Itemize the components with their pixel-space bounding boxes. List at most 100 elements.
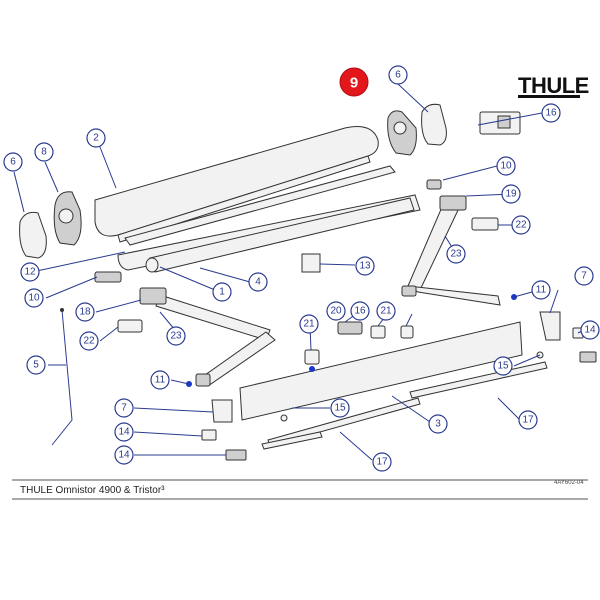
callout-label: 16 [545, 108, 557, 119]
callout-6-top[interactable]: 6 [388, 65, 408, 85]
callout-7-right[interactable]: 7 [574, 266, 594, 286]
callout-21-left[interactable]: 21 [299, 314, 319, 334]
callout-label: 22 [83, 336, 95, 347]
callout-23-left[interactable]: 23 [166, 326, 186, 346]
callout-label: 1 [219, 287, 225, 298]
callout-21-right[interactable]: 21 [376, 301, 396, 321]
callout-8[interactable]: 8 [34, 142, 54, 162]
callout-label: 7 [581, 271, 587, 282]
callout-label: 8 [41, 147, 47, 158]
callout-label: 20 [330, 306, 342, 317]
part-clip-16-center [370, 325, 386, 339]
callout-15-left[interactable]: 15 [330, 398, 350, 418]
callout-17-left[interactable]: 17 [372, 452, 392, 472]
callout-18[interactable]: 18 [75, 302, 95, 322]
thule-logo: THULE [518, 73, 589, 98]
callout-22-left[interactable]: 22 [79, 331, 99, 351]
logo-text: THULE [518, 73, 589, 98]
callout-label: 14 [118, 427, 130, 438]
callout-label: 6 [395, 70, 401, 81]
part-end-piece-14-left [201, 429, 247, 461]
callout-label: 22 [515, 220, 527, 231]
callout-14-left-lower[interactable]: 14 [114, 445, 134, 465]
callout-label: 12 [24, 267, 36, 278]
callout-6-left[interactable]: 6 [3, 152, 23, 172]
part-lead-bar-upper [267, 361, 548, 447]
part-arm-left [139, 287, 276, 387]
callout-19[interactable]: 19 [501, 184, 521, 204]
callout-label: 6 [10, 157, 16, 168]
callout-7-left[interactable]: 7 [114, 398, 134, 418]
part-end-cap-left [53, 191, 82, 246]
part-clip-left [117, 319, 143, 333]
callout-1[interactable]: 1 [212, 282, 232, 302]
callout-label: 21 [380, 306, 392, 317]
callout-11-left[interactable]: 11 [150, 370, 170, 390]
part-arm-right [401, 195, 501, 306]
part-end-piece-7-right [539, 311, 561, 341]
part-connector-left [94, 271, 122, 283]
callout-label: 18 [79, 307, 91, 318]
callout-label: 4 [255, 277, 261, 288]
callout-label: 7 [121, 403, 127, 414]
callout-11-right[interactable]: 11 [531, 280, 551, 300]
callout-label: 10 [500, 161, 512, 172]
callout-17-right[interactable]: 17 [518, 410, 538, 430]
marker-dot-21 [309, 366, 315, 372]
callout-23-right[interactable]: 23 [446, 244, 466, 264]
callout-label: 23 [170, 331, 182, 342]
part-cassette-cover [94, 126, 379, 243]
callout-15-right[interactable]: 15 [493, 356, 513, 376]
callout-label: 17 [376, 457, 388, 468]
callout-label: 11 [536, 285, 547, 296]
part-end-piece-7-left [211, 399, 233, 423]
drawing-code: 4AY602-04 [554, 480, 584, 486]
part-end-cover-right [421, 103, 447, 146]
callout-label: 3 [435, 419, 441, 430]
callout-16-center[interactable]: 16 [350, 301, 370, 321]
callout-label: 14 [584, 325, 596, 336]
highlight-callout-9[interactable]: 9 [339, 67, 369, 97]
part-connector-right [426, 179, 442, 190]
callout-label: 5 [33, 360, 39, 371]
callout-4[interactable]: 4 [248, 272, 268, 292]
part-lead-bar-lower [261, 431, 323, 450]
part-bracket-16 [479, 111, 521, 135]
callout-label: 16 [354, 306, 366, 317]
footer-title: THULE Omnistor 4900 & Tristor³ [20, 485, 165, 496]
part-clip-21-left [304, 349, 320, 365]
callout-14-left-upper[interactable]: 14 [114, 422, 134, 442]
callout-13[interactable]: 13 [355, 256, 375, 276]
part-plate-13 [301, 253, 321, 273]
callout-label: 15 [334, 403, 346, 414]
callout-label: 13 [359, 261, 371, 272]
callout-10-right[interactable]: 10 [496, 156, 516, 176]
part-screw-left [280, 414, 288, 422]
highlight-callout-number: 9 [350, 75, 358, 92]
callout-10-left[interactable]: 10 [24, 288, 44, 308]
callout-label: 15 [497, 361, 509, 372]
part-clip-21-right [400, 325, 414, 339]
callout-2[interactable]: 2 [86, 128, 106, 148]
callout-label: 14 [118, 450, 130, 461]
callout-label: 10 [28, 293, 40, 304]
part-roller-tube [145, 197, 415, 273]
part-clip-right [471, 217, 499, 231]
callout-5[interactable]: 5 [26, 355, 46, 375]
part-end-cap-right [387, 110, 417, 156]
callout-3[interactable]: 3 [428, 414, 448, 434]
part-crank-handle [51, 308, 73, 446]
part-front-profile [239, 321, 523, 421]
callout-16-top[interactable]: 16 [541, 103, 561, 123]
callout-label: 19 [505, 189, 517, 200]
callout-label: 2 [93, 133, 99, 144]
callout-14-right[interactable]: 14 [580, 320, 600, 340]
callout-label: 17 [522, 415, 534, 426]
callout-20[interactable]: 20 [326, 301, 346, 321]
callout-label: 11 [155, 375, 166, 386]
callout-12[interactable]: 12 [20, 262, 40, 282]
callout-22-right[interactable]: 22 [511, 215, 531, 235]
callout-label: 23 [450, 249, 462, 260]
part-end-cover-left [19, 211, 47, 259]
